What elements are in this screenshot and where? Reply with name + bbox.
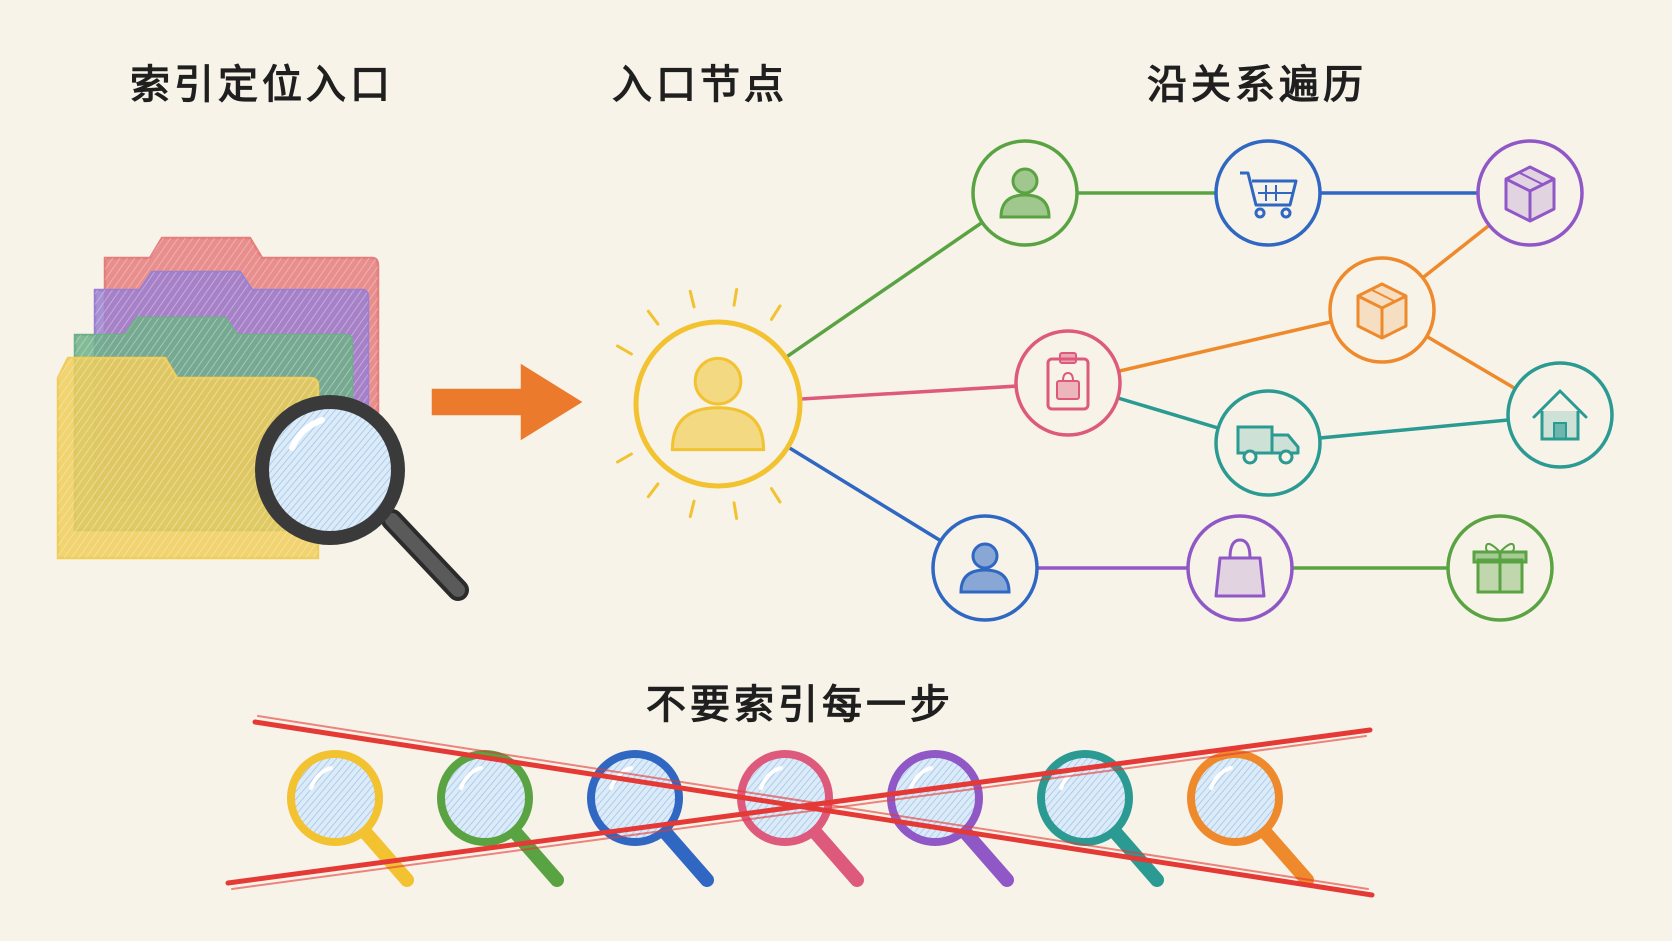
box-icon [1504, 165, 1556, 223]
sunburst-ray [646, 482, 660, 499]
label-dont-index-every-step: 不要索引每一步 [646, 682, 954, 728]
cross-out-mark [225, 715, 1375, 898]
sunburst-ray [769, 304, 782, 321]
sunburst-ray [688, 289, 696, 309]
node-cart [1214, 139, 1322, 247]
sunburst-ray [646, 309, 660, 326]
magnifier-icon [887, 750, 1014, 887]
arrow-icon [431, 363, 583, 441]
person-icon [999, 167, 1051, 219]
node-order [1014, 329, 1122, 437]
house-icon [1532, 389, 1588, 441]
shopping-cart-icon [1240, 171, 1298, 219]
folder-icon [56, 356, 320, 560]
sunburst-ray [732, 288, 739, 307]
sunburst-ray [616, 344, 633, 356]
magnifier-icon [1187, 750, 1314, 887]
clipboard-bag-icon [1046, 352, 1090, 411]
node-user-bottom [931, 514, 1039, 622]
gift-icon [1472, 542, 1528, 594]
node-bag [1186, 514, 1294, 622]
sunburst-ray [732, 501, 739, 520]
truck-icon [1236, 425, 1300, 465]
label-entry-node: 入口节点 [612, 62, 788, 108]
magnifier-icon [587, 750, 714, 887]
node-box-mid [1328, 256, 1436, 364]
node-box-top [1476, 139, 1584, 247]
magnifier-icon [437, 750, 564, 887]
node-user-top [971, 139, 1079, 247]
magnifier-icon [255, 395, 469, 601]
person-icon [670, 356, 766, 452]
box-icon [1356, 282, 1408, 340]
sunburst-ray [616, 452, 633, 464]
node-house [1506, 361, 1614, 469]
magnifier-icon [287, 750, 414, 887]
person-icon [959, 542, 1011, 594]
label-index-locate-entry: 索引定位入口 [130, 62, 394, 108]
node-entry [633, 319, 803, 489]
sunburst-ray [769, 487, 782, 504]
shopping-bag-icon [1214, 538, 1266, 598]
node-truck [1214, 389, 1322, 497]
node-gift [1446, 514, 1554, 622]
label-traverse-relations: 沿关系遍历 [1147, 62, 1367, 108]
sunburst-ray [688, 499, 696, 519]
